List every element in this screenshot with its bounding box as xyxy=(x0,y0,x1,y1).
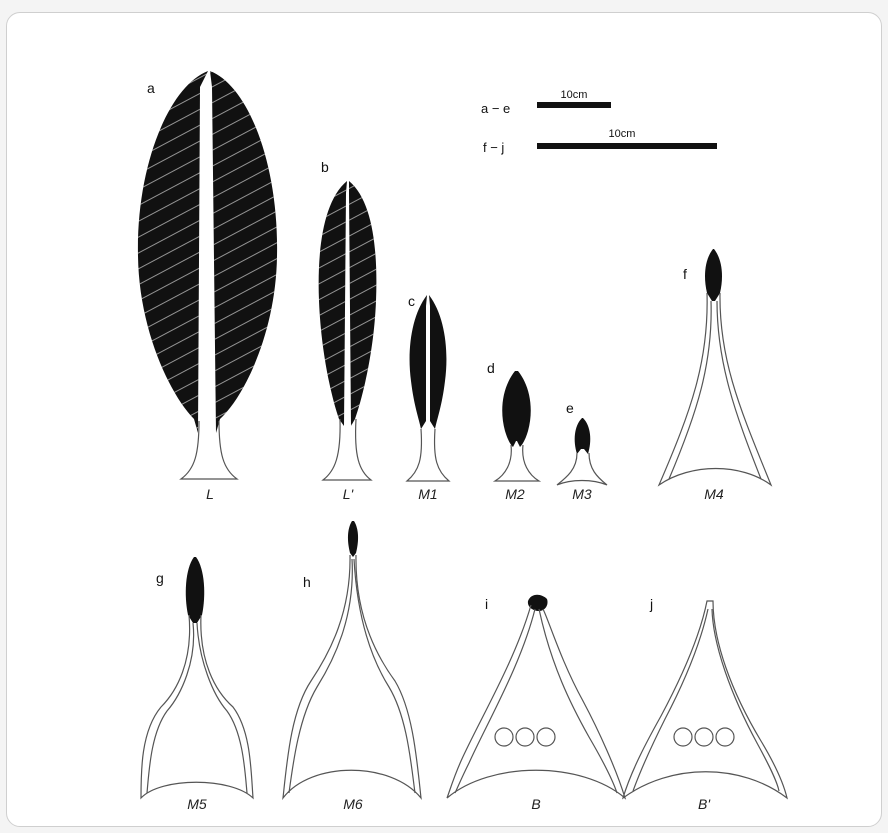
leaf-b xyxy=(319,181,377,480)
leaf-f-outline xyxy=(659,293,771,485)
leaf-b-caption: L' xyxy=(343,486,355,502)
leaf-h-outline xyxy=(283,555,421,798)
leaf-i-outline xyxy=(447,605,625,798)
leaf-j-letter: j xyxy=(649,596,653,612)
leaf-i-blade xyxy=(528,595,548,611)
leaf-f xyxy=(659,249,771,485)
leaf-d-caption: M2 xyxy=(505,486,525,502)
leaf-e-petiole xyxy=(557,453,607,485)
leaf-d xyxy=(495,371,539,481)
scale-bar-a-e-bar xyxy=(537,102,611,108)
leaf-i-caption: B xyxy=(531,796,540,812)
leaf-g xyxy=(141,557,253,798)
leaf-series-figure: a b c d e f g h i j L L' M1 M2 M3 M4 M5 … xyxy=(6,12,882,827)
leaf-j-circle-3 xyxy=(716,728,734,746)
leaf-j-circle-2 xyxy=(695,728,713,746)
leaf-e-caption: M3 xyxy=(572,486,592,502)
leaf-e-blade xyxy=(575,418,591,454)
leaf-d-blade xyxy=(502,371,531,447)
leaf-h xyxy=(283,521,421,798)
leaf-h-blade xyxy=(348,521,358,557)
leaf-f-caption: M4 xyxy=(704,486,724,502)
leaf-b-petiole xyxy=(323,419,371,480)
leaf-b-letter: b xyxy=(321,159,329,175)
leaf-j-circle-1 xyxy=(674,728,692,746)
leaf-e xyxy=(557,418,607,485)
scale-bar-a-e: a − e 10cm xyxy=(481,89,611,116)
leaf-f-letter: f xyxy=(683,266,687,282)
leaf-j-caption: B' xyxy=(698,796,711,812)
leaf-g-letter: g xyxy=(156,570,164,586)
scale-bar-f-j-length: 10cm xyxy=(609,128,636,140)
scale-bar-f-j-range: f − j xyxy=(483,140,504,155)
scale-bar-a-e-range: a − e xyxy=(481,101,510,116)
leaf-c xyxy=(407,295,449,481)
scale-bar-a-e-length: 10cm xyxy=(561,89,588,101)
leaf-c-petiole xyxy=(407,429,449,481)
leaf-i-circle-2 xyxy=(516,728,534,746)
leaf-a-petiole xyxy=(181,421,237,479)
scale-bar-f-j-bar xyxy=(537,143,717,149)
leaf-g-outline xyxy=(141,615,253,798)
leaf-h-letter: h xyxy=(303,574,311,590)
leaf-c-caption: M1 xyxy=(418,486,437,502)
leaf-h-caption: M6 xyxy=(343,796,363,812)
leaf-i xyxy=(447,595,625,798)
leaf-e-letter: e xyxy=(566,400,574,416)
leaf-a-caption: L xyxy=(206,486,214,502)
leaf-i-letter: i xyxy=(485,596,488,612)
leaf-j xyxy=(623,601,787,798)
leaf-c-letter: c xyxy=(408,293,415,309)
leaf-d-petiole xyxy=(495,445,539,481)
leaf-a-letter: a xyxy=(147,80,155,96)
leaf-j-outline xyxy=(623,601,787,798)
leaf-a xyxy=(138,71,277,479)
scale-bar-f-j: f − j 10cm xyxy=(483,128,717,155)
figure-canvas: a b c d e f g h i j L L' M1 M2 M3 M4 M5 … xyxy=(7,13,882,827)
leaf-i-circle-3 xyxy=(537,728,555,746)
leaf-d-letter: d xyxy=(487,360,495,376)
leaf-g-caption: M5 xyxy=(187,796,207,812)
leaf-g-blade xyxy=(186,557,204,623)
leaf-i-circle-1 xyxy=(495,728,513,746)
leaf-c-blade xyxy=(410,295,447,429)
